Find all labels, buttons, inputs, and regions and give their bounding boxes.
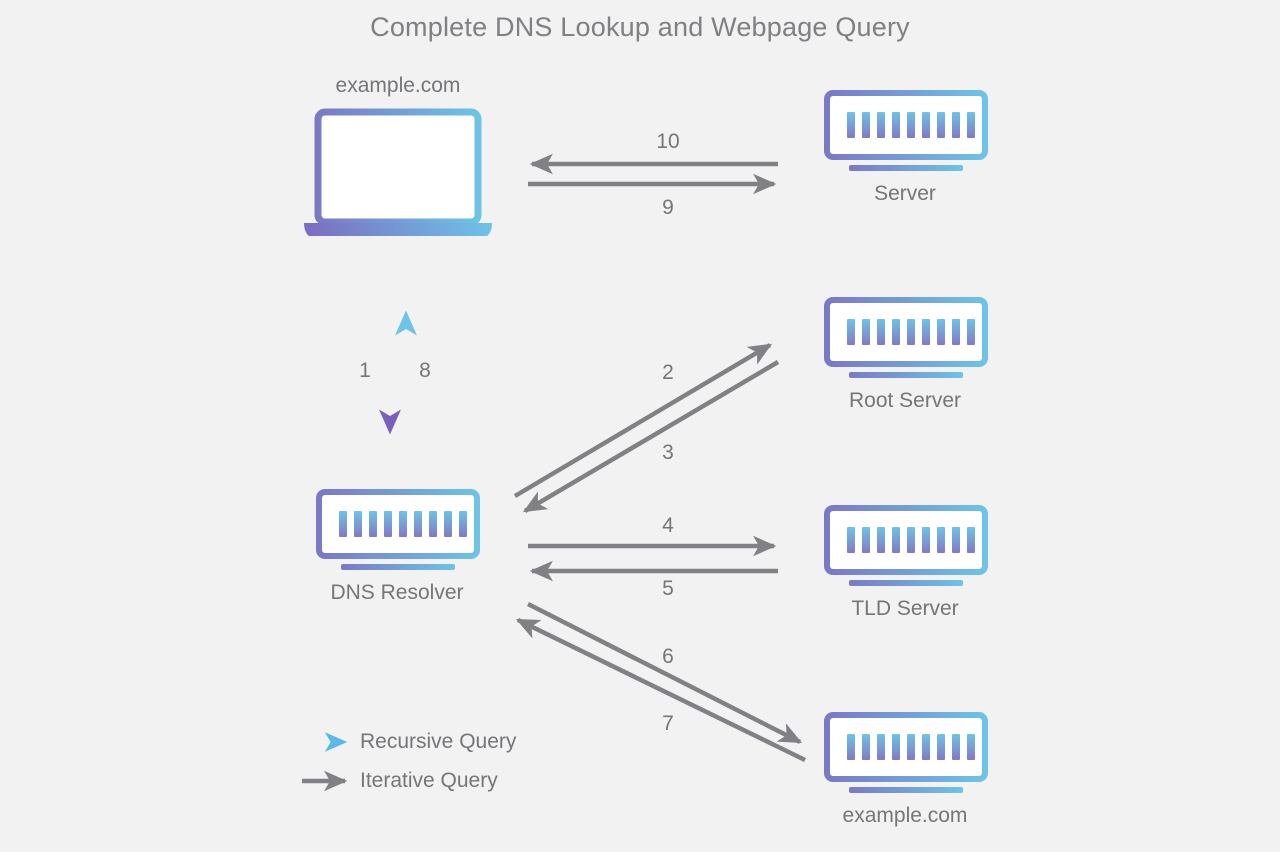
step-label-4: 4 (662, 514, 674, 537)
server-icon (316, 489, 480, 570)
step-label-6: 6 (662, 645, 674, 668)
server-icon (824, 297, 988, 378)
step-label-10: 10 (656, 130, 680, 153)
server-icon (824, 505, 988, 586)
server-icon (824, 90, 988, 171)
arrow-step-6 (526, 601, 803, 745)
node-root-server-label: Root Server (848, 389, 962, 412)
node-client-label: example.com (335, 74, 461, 97)
node-tld-server[interactable]: TLD Server (805, 503, 1005, 628)
arrow-step-3 (522, 360, 780, 513)
laptop-icon (304, 108, 492, 236)
legend-item-recursive-label: Recursive Query (360, 730, 517, 753)
legend-item-iterative-label: Iterative Query (360, 769, 498, 792)
page-title: Complete DNS Lookup and Webpage Query (370, 12, 910, 42)
step-label-3: 3 (662, 441, 674, 464)
node-dns-resolver[interactable]: DNS Resolver (297, 487, 497, 612)
node-authoritative-server-label: example.com (842, 804, 968, 827)
step-label-5: 5 (662, 577, 674, 600)
step-label-2: 2 (662, 361, 674, 384)
node-authoritative-server[interactable]: example.com (805, 710, 1005, 835)
arrow-step-7 (515, 617, 806, 763)
step-label-7: 7 (662, 712, 674, 735)
arrow-step-2 (513, 343, 773, 498)
step-label-1: 1 (359, 359, 371, 382)
step-label-9: 9 (662, 196, 674, 219)
node-dns-resolver-label: DNS Resolver (330, 581, 464, 604)
node-server-label: Server (874, 182, 936, 205)
node-tld-server-label: TLD Server (851, 597, 959, 620)
node-server[interactable]: Server (805, 88, 1005, 213)
step-label-8: 8 (419, 359, 431, 382)
node-client[interactable]: example.com (288, 74, 508, 239)
server-icon (824, 712, 988, 793)
node-root-server[interactable]: Root Server (805, 295, 1005, 420)
